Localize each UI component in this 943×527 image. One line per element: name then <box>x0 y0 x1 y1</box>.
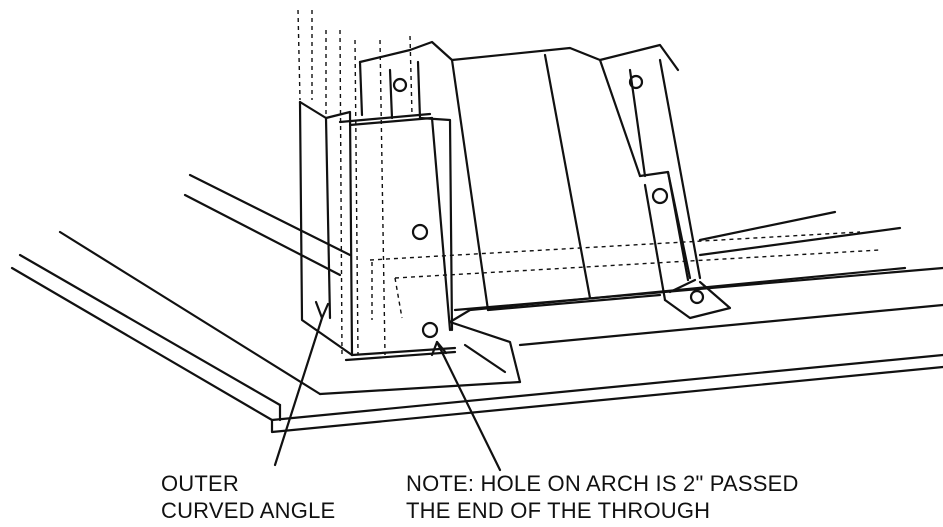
outer-curved-angle <box>298 100 457 362</box>
hole-icon <box>651 187 669 205</box>
hidden-lines <box>297 9 881 356</box>
note-label-line2: THE END OF THE THROUGH <box>406 498 711 523</box>
hole-icon <box>421 321 439 339</box>
outer-curved-angle-label: OUTER CURVED ANGLE <box>161 470 335 524</box>
bolt-holes <box>392 74 705 339</box>
hole-icon <box>689 289 705 305</box>
outer-label-line2: CURVED ANGLE <box>161 498 336 523</box>
note-label-line1: NOTE: HOLE ON ARCH IS 2" PASSED <box>406 471 799 496</box>
through-channel <box>448 266 907 384</box>
hole-icon <box>392 77 408 93</box>
note-label: NOTE: HOLE ON ARCH IS 2" PASSED THE END … <box>406 470 799 524</box>
hole-icon <box>628 74 644 90</box>
right-bracket <box>638 170 732 320</box>
base-plate <box>10 173 943 434</box>
hole-icon <box>411 223 429 241</box>
outer-label-line1: OUTER <box>161 471 239 496</box>
leader-lines <box>273 300 502 472</box>
